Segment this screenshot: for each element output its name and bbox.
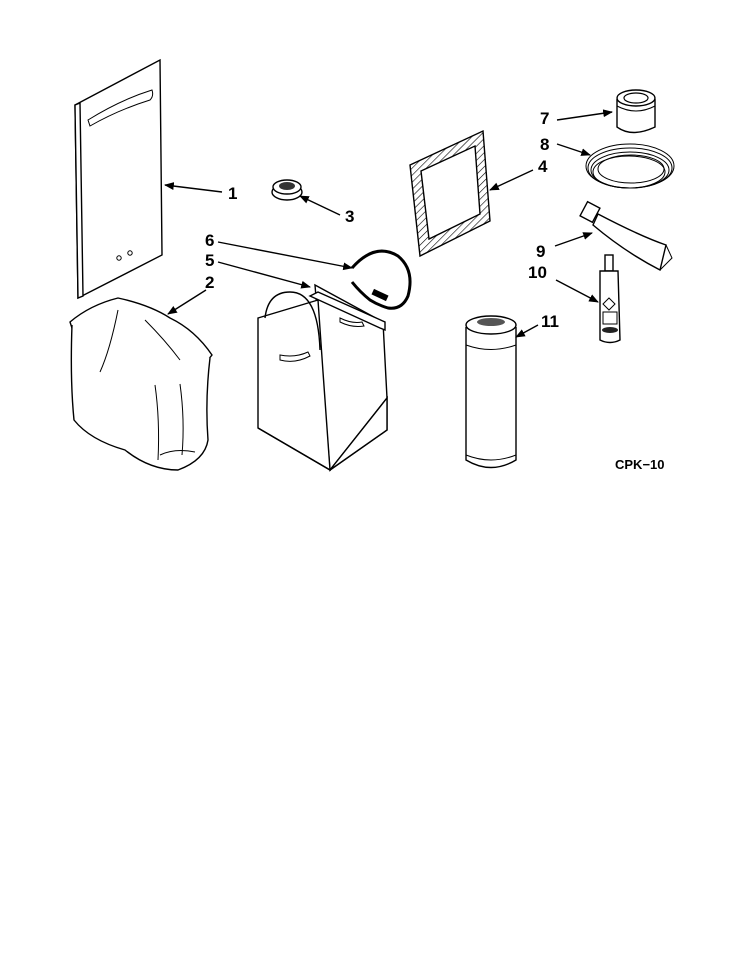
callout-10: 10 xyxy=(528,263,547,282)
paste-tube xyxy=(579,200,673,272)
spray-bottle xyxy=(599,254,621,344)
callout-2: 2 xyxy=(205,273,214,292)
callout-4: 4 xyxy=(538,157,548,176)
wire-handle xyxy=(350,249,412,310)
callout-8: 8 xyxy=(540,135,549,154)
small-knob xyxy=(271,179,303,201)
callout-7: 7 xyxy=(540,109,549,128)
callout-3: 3 xyxy=(345,207,354,226)
callout-11: 11 xyxy=(541,312,559,331)
door-panel xyxy=(74,58,163,300)
bag-holder xyxy=(257,283,388,472)
leader-lines xyxy=(164,109,613,338)
callout-1: 1 xyxy=(228,184,237,203)
gasket-frame xyxy=(409,129,491,258)
diagram-code: CPK−10 xyxy=(615,457,665,472)
bag xyxy=(69,297,213,471)
callout-5: 5 xyxy=(205,251,214,270)
aerosol-can xyxy=(465,315,517,469)
callout-9: 9 xyxy=(536,242,545,261)
tape-roll xyxy=(616,89,656,134)
callout-6: 6 xyxy=(205,231,214,250)
cord-coil xyxy=(585,143,675,189)
